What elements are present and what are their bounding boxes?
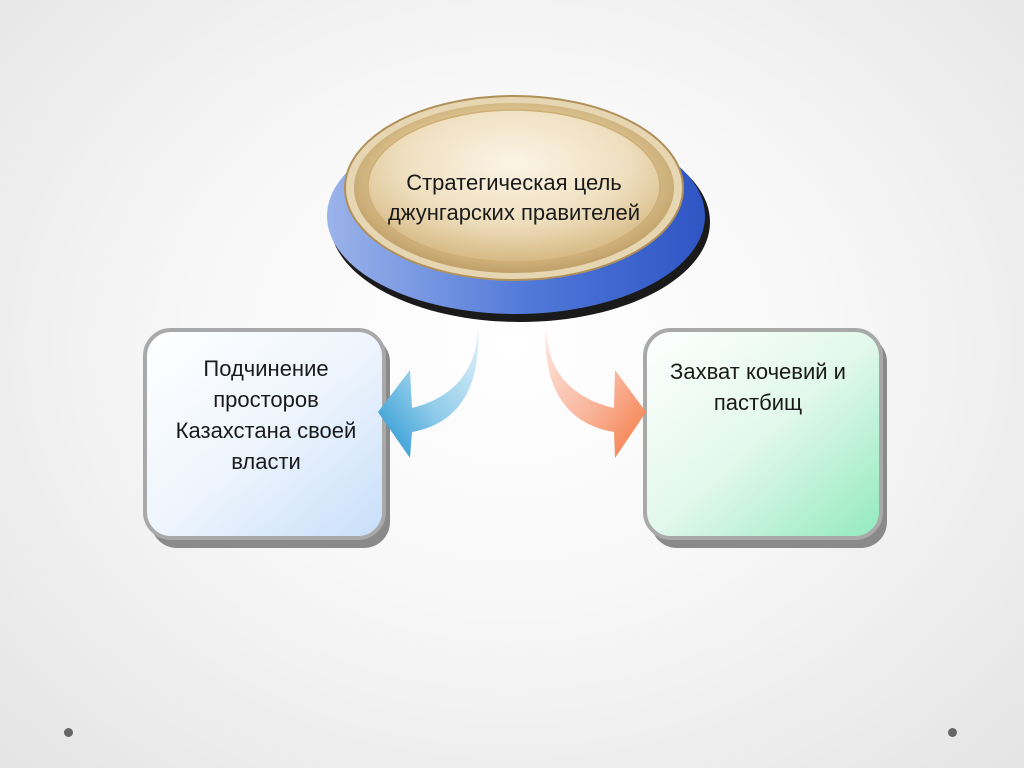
right-box — [643, 328, 887, 548]
left-arrow — [378, 324, 479, 458]
center-text: Стратегическая цель джунгарских правител… — [387, 170, 641, 225]
left-box — [143, 328, 390, 548]
center-disc — [327, 95, 710, 322]
corner-dot-right — [948, 728, 957, 737]
right-arrow — [545, 324, 646, 458]
corner-dot-left — [64, 728, 73, 737]
left-box-text: Подчинение просторов Казахстана своей вл… — [175, 356, 357, 474]
right-box-text: Захват кочевий и пастбищ — [670, 359, 846, 415]
